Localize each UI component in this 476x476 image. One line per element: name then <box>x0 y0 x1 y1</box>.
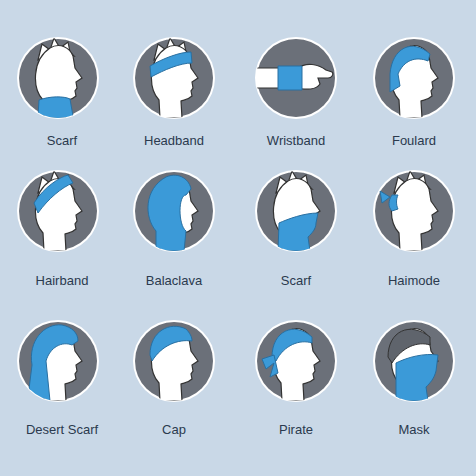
circle-rim <box>373 37 455 119</box>
head-profile <box>35 46 82 118</box>
style-label: Cap <box>114 422 234 438</box>
cloth <box>148 175 191 251</box>
head-profile <box>273 179 320 251</box>
circle-rim <box>17 37 99 119</box>
circle-ground <box>135 39 213 117</box>
style-figure <box>373 320 455 402</box>
cloth <box>28 325 78 401</box>
style-label: Pirate <box>236 422 356 438</box>
circle-rim <box>17 320 99 402</box>
circle-ground <box>135 322 213 400</box>
cloth <box>150 52 192 77</box>
style-label: Wristband <box>236 133 356 149</box>
style-figure <box>133 170 215 252</box>
cloth <box>390 46 430 92</box>
style-figure <box>254 37 337 119</box>
circle-rim <box>17 170 99 252</box>
circle-rim <box>373 170 455 252</box>
circle-ground <box>257 172 335 250</box>
style-figure <box>373 37 455 119</box>
style-label: Mask <box>354 422 474 438</box>
circle-ground <box>19 322 97 400</box>
circle-rim <box>133 320 215 402</box>
circle-ground <box>135 172 213 250</box>
hand <box>254 64 333 89</box>
cloth <box>150 326 192 361</box>
cloth <box>34 175 73 213</box>
head-profile <box>391 179 438 251</box>
style-label: Foulard <box>354 133 474 149</box>
circle-rim <box>255 37 337 119</box>
cloth <box>396 354 438 401</box>
style-figure <box>17 170 99 252</box>
style-figure <box>373 170 455 252</box>
style-figure <box>255 320 337 402</box>
circle-rim <box>133 170 215 252</box>
style-label: Headband <box>114 133 234 149</box>
cloth <box>262 355 278 377</box>
circle-rim <box>373 320 455 402</box>
style-figure <box>17 320 99 402</box>
wrist-cloth <box>278 66 302 90</box>
cloth <box>380 191 390 203</box>
style-label: Scarf <box>236 273 356 289</box>
circle-ground <box>375 39 453 117</box>
circle-rim <box>255 170 337 252</box>
circle-ground <box>375 322 453 400</box>
cloth <box>38 97 73 119</box>
style-figure <box>255 170 337 252</box>
style-label: Balaclava <box>114 273 234 289</box>
style-figure <box>17 37 99 119</box>
circle-rim <box>133 37 215 119</box>
circle-ground <box>257 322 335 400</box>
style-figure <box>133 37 215 119</box>
cloth <box>272 329 312 361</box>
style-label: Scarf <box>2 133 122 149</box>
cloth <box>278 213 318 251</box>
style-label: Desert Scarf <box>2 422 122 438</box>
cloth <box>389 195 398 211</box>
circle-ground <box>19 172 97 250</box>
circle-rim <box>255 320 337 402</box>
style-label: Hairband <box>2 273 122 289</box>
style-label: Haimode <box>354 273 474 289</box>
style-figure <box>133 320 215 402</box>
circle-ground <box>375 172 453 250</box>
